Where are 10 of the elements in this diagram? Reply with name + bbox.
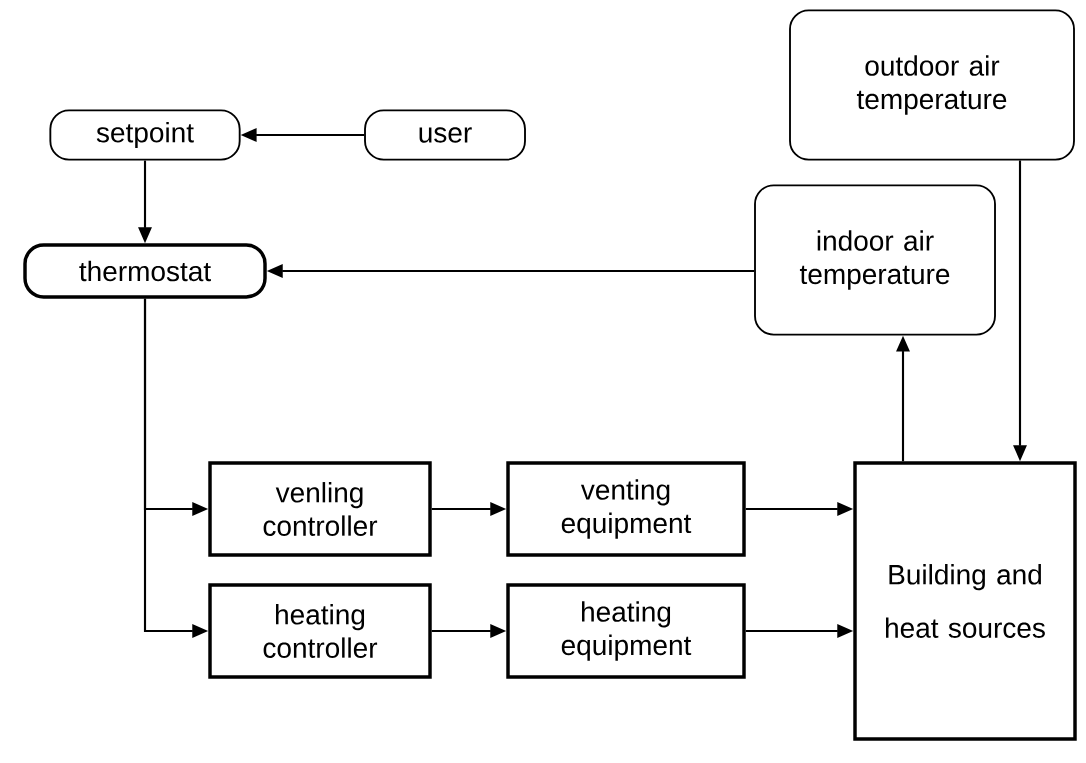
rounded-box: user (364, 109, 526, 161)
process-box: Building and heat sources (853, 461, 1077, 741)
rounded-box: indoor air temperature (754, 184, 996, 336)
process-box: heating equipment (506, 583, 746, 679)
rounded-box: thermostat (23, 243, 267, 299)
rounded-box: outdoor air temperature (789, 9, 1075, 161)
rounded-box: setpoint (49, 109, 241, 161)
process-box: venling controller (208, 461, 432, 557)
process-box: heating controller (208, 583, 432, 679)
process-box: venting equipment (506, 461, 746, 557)
